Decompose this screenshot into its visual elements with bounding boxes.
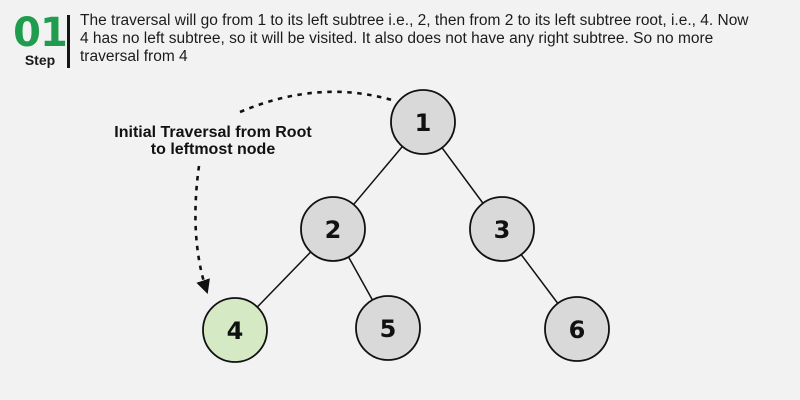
annotation-label: Initial Traversal from Root to leftmost … bbox=[103, 124, 323, 158]
tree-node-label-4: 4 bbox=[227, 317, 244, 345]
tree-node-2: 2 bbox=[300, 196, 366, 262]
tree-node-circle-4 bbox=[202, 297, 268, 363]
tree-node-circle-6 bbox=[544, 296, 610, 362]
tree-node-circle-3 bbox=[469, 196, 535, 262]
annotation-line-1: Initial Traversal from Root bbox=[114, 124, 312, 141]
tree-node-circle-2 bbox=[300, 196, 366, 262]
tree-node-5: 5 bbox=[355, 295, 421, 361]
tree-node-3: 3 bbox=[469, 196, 535, 262]
tree-node-1: 1 bbox=[390, 89, 456, 155]
annotation-line-2: to leftmost node bbox=[150, 141, 276, 158]
tree-node-label-1: 1 bbox=[415, 109, 432, 137]
step-description-line-1: The traversal will go from 1 to its left… bbox=[80, 12, 749, 29]
step-description-line-3: traversal from 4 bbox=[80, 48, 188, 65]
tree-node-4: 4 bbox=[202, 297, 268, 363]
tree-node-label-2: 2 bbox=[325, 216, 342, 244]
step-description: The traversal will go from 1 to its left… bbox=[80, 12, 749, 66]
step-description-line-2: 4 has no left subtree, so it will be vis… bbox=[80, 30, 714, 47]
tree-node-label-5: 5 bbox=[380, 315, 397, 343]
tree-node-circle-5 bbox=[355, 295, 421, 361]
step-number: 01 bbox=[13, 10, 68, 56]
tree-node-circle-1 bbox=[390, 89, 456, 155]
tree-node-label-3: 3 bbox=[494, 216, 511, 244]
dashed-curve-to-root bbox=[239, 90, 393, 114]
dashed-arrow-to-leftmost-node bbox=[194, 165, 210, 295]
nodes-layer: 1 2 3 4 5 6 bbox=[202, 89, 610, 363]
tree-node-6: 6 bbox=[544, 296, 610, 362]
step-number-label: Step bbox=[24, 52, 56, 68]
header-divider bbox=[67, 15, 70, 68]
tree-node-label-6: 6 bbox=[569, 316, 586, 344]
